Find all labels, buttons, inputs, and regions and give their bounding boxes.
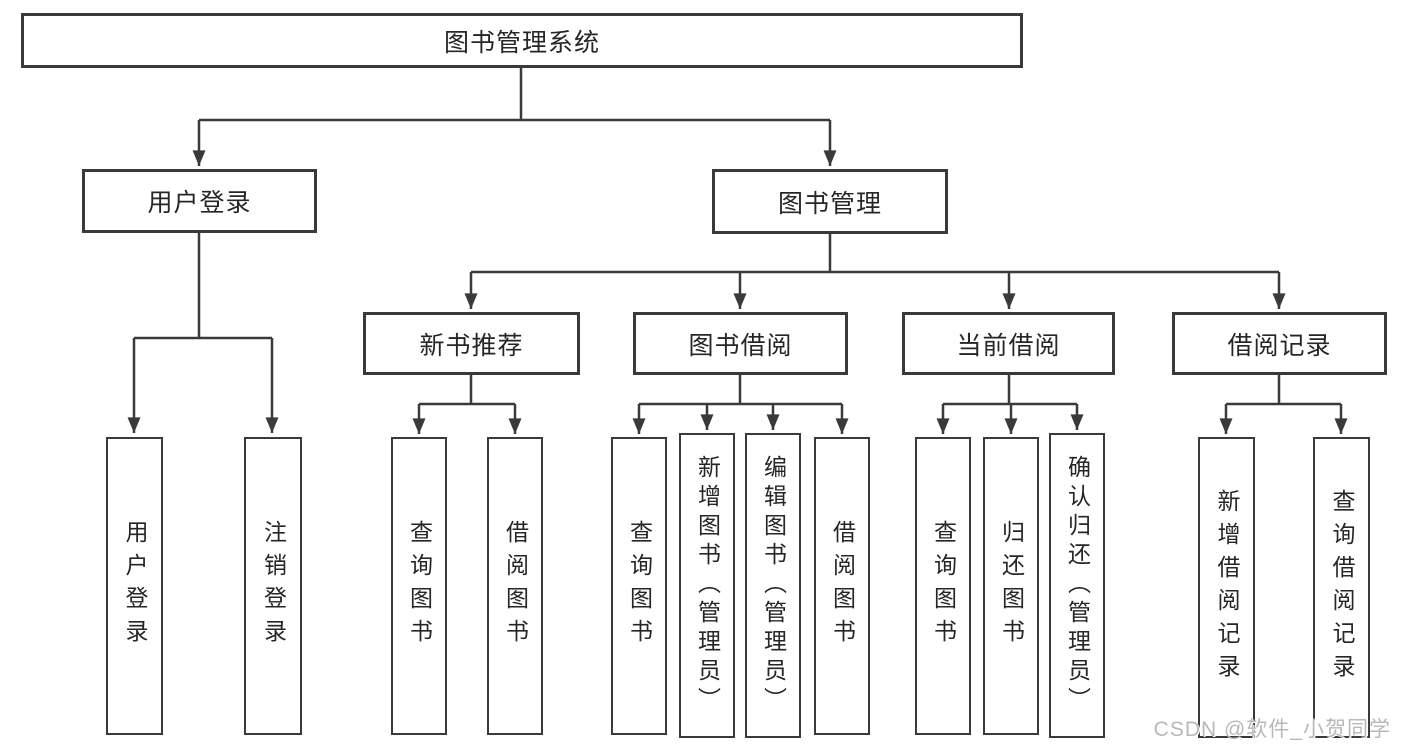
leaf-br-add-record-label: 新增借阅记录	[1214, 488, 1240, 687]
bus-borrow-record	[1226, 375, 1341, 406]
bus-book-borrow	[639, 375, 842, 406]
leaf-cb-query-book-label: 查询图书	[930, 520, 957, 652]
leaf-nb-borrow-book-label: 借阅图书	[502, 520, 529, 652]
node-current-borrow: 当前借阅	[902, 312, 1115, 375]
leaf-nb-query-book: 查询图书	[391, 437, 447, 735]
node-library-system-label: 图书管理系统	[443, 28, 600, 57]
node-book-management: 图书管理	[712, 169, 948, 234]
node-borrow-record: 借阅记录	[1172, 312, 1387, 375]
leaf-logout-label: 注销登录	[260, 520, 287, 652]
leaf-br-query-record-label: 查询借阅记录	[1329, 488, 1355, 687]
leaf-bb-borrow-book: 借阅图书	[814, 437, 870, 735]
leaf-user-login: 用户登录	[106, 437, 163, 735]
node-new-book-recommend-label: 新书推荐	[419, 331, 524, 360]
leaf-nb-query-book-label: 查询图书	[406, 520, 433, 652]
node-book-borrow-label: 图书借阅	[688, 331, 793, 360]
leaf-cb-query-book: 查询图书	[915, 437, 971, 735]
leaf-bb-edit-book-admin-label: 编辑图书（管理员）	[760, 455, 787, 716]
csdn-watermark: CSDN @软件_小贺同学	[1153, 718, 1391, 741]
leaf-cb-return-book-label: 归还图书	[998, 520, 1025, 652]
bus-root	[199, 68, 830, 122]
leaf-bb-edit-book-admin: 编辑图书（管理员）	[745, 433, 801, 738]
bus-book-management	[471, 234, 1279, 274]
node-new-book-recommend: 新书推荐	[363, 312, 580, 375]
node-user-login: 用户登录	[82, 169, 317, 233]
leaf-cb-confirm-return-admin-label: 确认归还（管理员）	[1064, 455, 1091, 716]
leaf-cb-return-book: 归还图书	[983, 437, 1039, 735]
node-book-borrow: 图书借阅	[633, 312, 848, 375]
bus-new-book	[419, 375, 515, 406]
leaf-nb-borrow-book: 借阅图书	[487, 437, 543, 735]
node-book-management-label: 图书管理	[777, 189, 882, 218]
leaf-user-login-label: 用户登录	[122, 520, 148, 652]
leaf-cb-confirm-return-admin: 确认归还（管理员）	[1049, 433, 1105, 738]
node-user-login-label: 用户登录	[147, 189, 252, 217]
leaf-br-query-record: 查询借阅记录	[1313, 437, 1370, 738]
node-library-system: 图书管理系统	[21, 13, 1023, 68]
leaf-bb-borrow-book-label: 借阅图书	[829, 520, 856, 652]
node-borrow-record-label: 借阅记录	[1227, 331, 1332, 360]
node-current-borrow-label: 当前借阅	[956, 331, 1061, 360]
leaf-br-add-record: 新增借阅记录	[1198, 437, 1255, 738]
leaf-bb-query-book: 查询图书	[611, 437, 667, 735]
leaf-bb-add-book-admin: 新增图书（管理员）	[679, 433, 735, 738]
bus-user-login	[134, 233, 272, 340]
leaf-logout: 注销登录	[244, 437, 302, 735]
leaf-bb-add-book-admin-label: 新增图书（管理员）	[694, 455, 721, 716]
leaf-bb-query-book-label: 查询图书	[626, 520, 653, 652]
bus-current-borrow	[943, 375, 1077, 406]
